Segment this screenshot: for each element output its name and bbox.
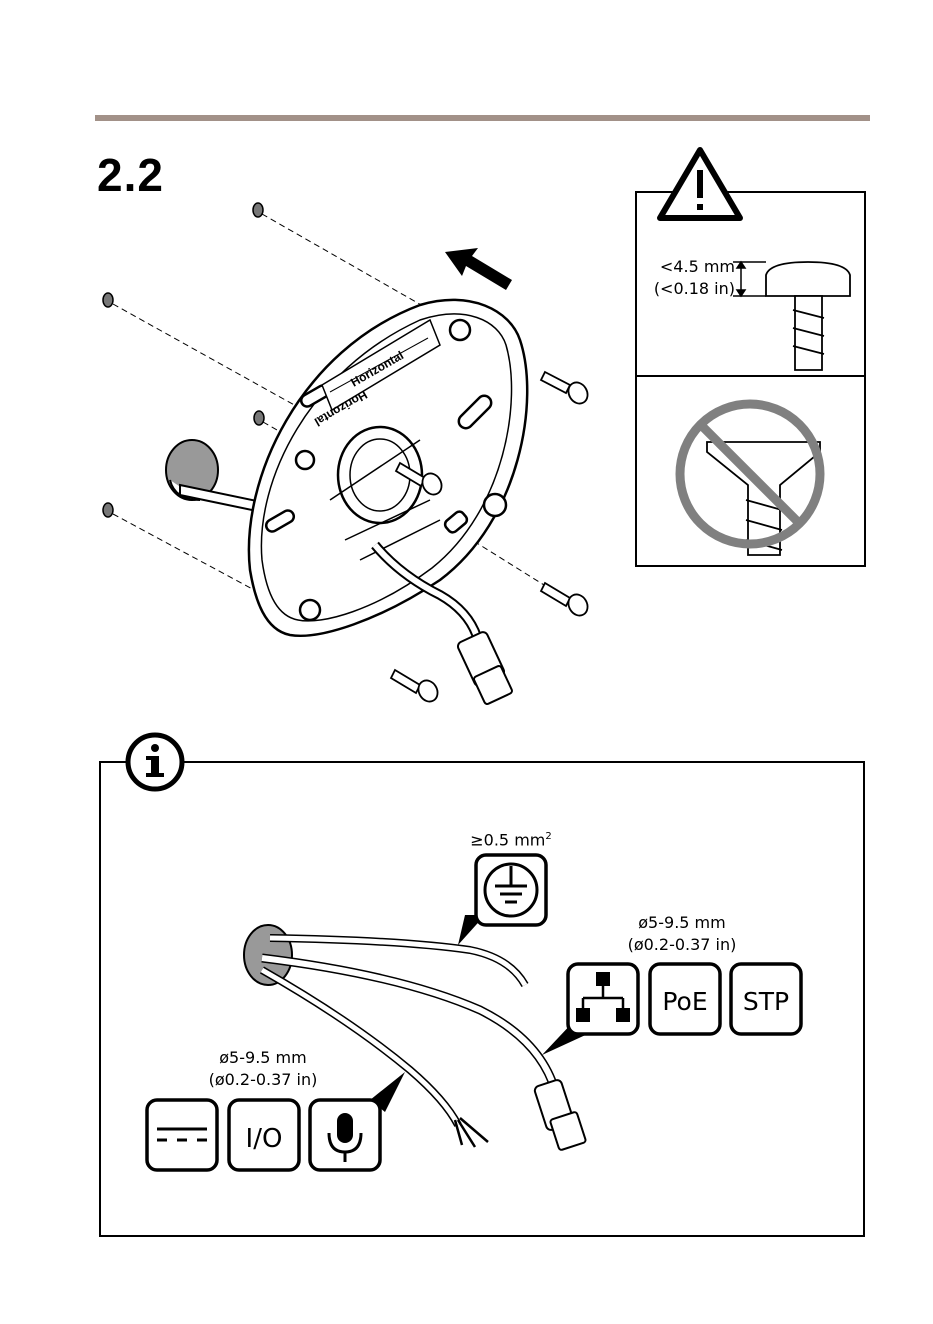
poe-icon: PoE [650,964,720,1034]
io-cable-in: (ø0.2-0.37 in) [193,1069,333,1091]
dc-power-icon [147,1100,217,1170]
io-label: I/O [246,1124,283,1154]
wall-hole [103,293,113,307]
network-cable-in: (ø0.2-0.37 in) [612,934,752,956]
ground-wire-label: ≥0.5 mm2 [456,826,566,851]
network-icon [568,964,638,1034]
ground-icon [476,855,546,925]
screw [541,583,591,619]
network-cable-label: ø5-9.5 mm (ø0.2-0.37 in) [612,912,752,956]
screw [391,670,441,705]
io-cable-mm: ø5-9.5 mm [193,1047,333,1069]
wall-hole [254,411,264,425]
screw-head-max-in: (<0.18 in) [645,278,735,300]
stp-label: STP [743,987,789,1016]
io-cable-label: ø5-9.5 mm (ø0.2-0.37 in) [193,1047,333,1091]
screw-head-max-label: <4.5 mm (<0.18 in) [645,256,735,300]
microphone-icon [310,1100,380,1170]
info-panel: PoE STP I/O [100,735,864,1236]
poe-label: PoE [662,987,707,1016]
stp-icon: STP [731,964,801,1034]
mounting-plate [249,300,527,636]
network-cable-mm: ø5-9.5 mm [612,912,752,934]
ground-wire-size: ≥0.5 mm [470,830,545,849]
wall-hole [103,503,113,517]
warning-triangle-icon [660,150,740,218]
warning-panel [636,150,865,566]
ground-wire-exponent: 2 [545,831,551,842]
screw-head-max-mm: <4.5 mm [645,256,735,278]
io-icon: I/O [229,1100,299,1170]
info-circle-icon [128,735,182,789]
wall-hole [253,203,263,217]
direction-arrow [445,248,512,290]
screw [541,372,591,407]
